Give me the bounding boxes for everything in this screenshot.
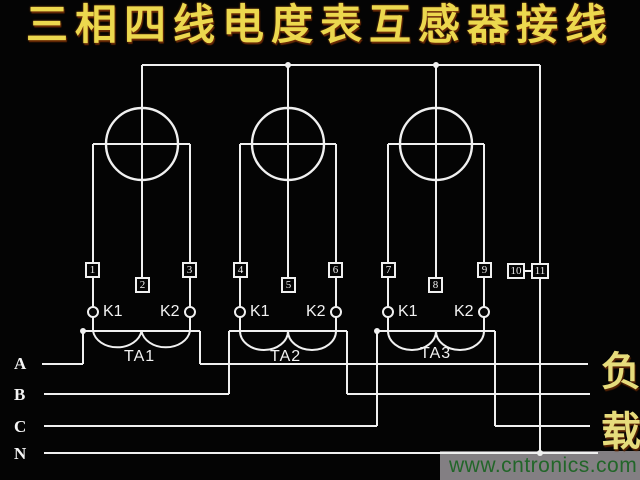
ct2-k2-terminal: [330, 306, 342, 318]
ct2-k2-label: K2: [306, 303, 326, 320]
ct1-secondary-arcs: [92, 330, 191, 349]
terminal-box-8: 8: [428, 277, 443, 293]
ct2-secondary-arcs: [239, 330, 337, 351]
junction-dot: [374, 328, 380, 334]
junction-dot: [537, 450, 543, 456]
ct1-k1-label: K1: [103, 303, 123, 320]
phase-label-b: B: [14, 385, 27, 404]
ct3-k1-label: K1: [398, 303, 418, 320]
terminal-box-3: 3: [182, 262, 197, 278]
ct1-k2-terminal: [184, 306, 196, 318]
ct2-k1-terminal: [234, 306, 246, 318]
ct1-k1-terminal: [87, 306, 99, 318]
terminal-box-5: 5: [281, 277, 296, 293]
terminal-box-4: 4: [233, 262, 248, 278]
terminal-box-1: 1: [85, 262, 100, 278]
terminal-box-10: 10: [507, 263, 525, 279]
ct1-label: TA1: [124, 348, 156, 365]
ct2-k1-label: K1: [250, 303, 270, 320]
diagram-title: 三相四线电度表互感器接线: [25, 0, 614, 49]
terminal-box-9: 9: [477, 262, 492, 278]
junction-dot: [433, 62, 439, 68]
ct3-k1-terminal: [382, 306, 394, 318]
terminal-box-2: 2: [135, 277, 150, 293]
junction-dots: [80, 62, 543, 456]
terminal-box-6: 6: [328, 262, 343, 278]
load-label: 负载: [594, 350, 640, 470]
terminal-box-7: 7: [381, 262, 396, 278]
junction-dot: [80, 328, 86, 334]
ct1-k2-label: K2: [160, 303, 180, 320]
ct3-secondary-arcs: [387, 330, 485, 351]
ct3-label: TA3: [420, 345, 452, 362]
watermark-text: www.cntronics.com: [449, 454, 638, 477]
wire-group: [42, 64, 598, 454]
phase-label-a: A: [14, 354, 28, 373]
ct2-label: TA2: [270, 348, 302, 365]
junction-dot: [285, 62, 291, 68]
phase-label-n: N: [14, 444, 28, 463]
ct3-k2-terminal: [478, 306, 490, 318]
phase-label-c: C: [14, 417, 28, 436]
ct3-k2-label: K2: [454, 303, 474, 320]
terminal-box-11: 11: [531, 263, 549, 279]
